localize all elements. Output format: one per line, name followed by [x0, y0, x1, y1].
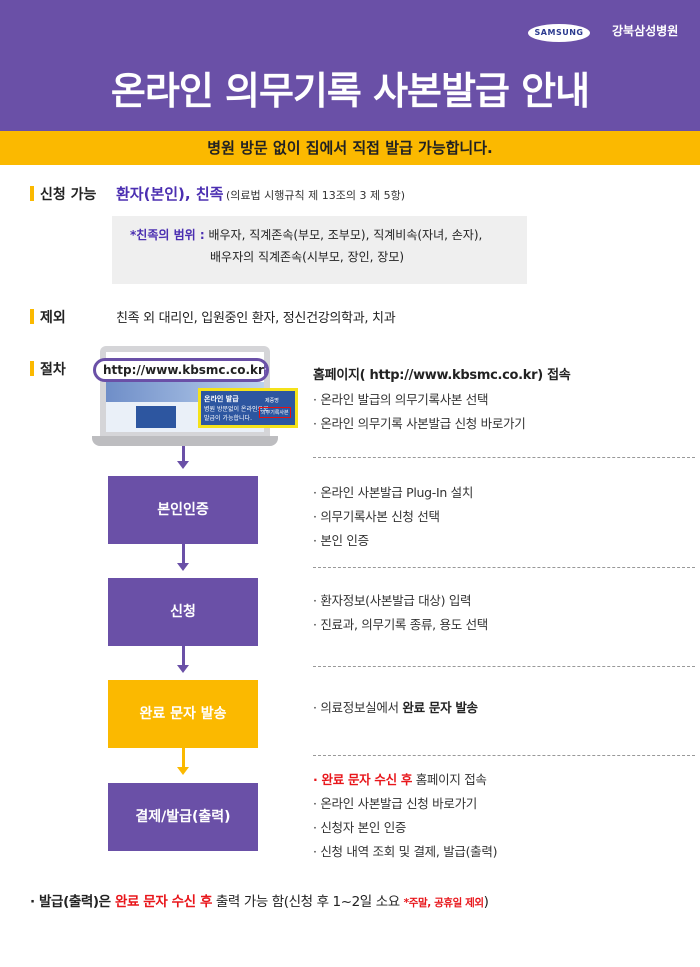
footer-red: 완료 문자 수신 후 [114, 894, 213, 910]
eligibility-value: 환자(본인), 친족 [116, 185, 224, 203]
step2-item: · 환자정보(사본발급 대상) 입력 [313, 593, 472, 608]
flow-arrow [182, 748, 185, 768]
step0-title: 홈페이지( http://www.kbsmc.co.kr) 접속 [313, 368, 571, 383]
step-completion-sms: 완료 문자 발송 [108, 680, 258, 748]
step1-text: · 온라인 사본발급 Plug-In 설치 · 의무기록사본 신청 선택 · 본… [313, 481, 473, 553]
footer-pre: · 발급(출력)은 [30, 894, 115, 910]
flow-arrow [182, 446, 185, 462]
arrow-head [177, 665, 189, 673]
step-payment-issue: 결제/발급(출력) [108, 783, 258, 851]
step4-after: 홈페이지 접속 [412, 772, 487, 787]
step2-text: · 환자정보(사본발급 대상) 입력 · 진료과, 의무기록 종류, 용도 선택 [313, 589, 488, 637]
relatives-box: *친족의 범위 : 배우자, 직계존속(부모, 조부모), 직계비속(자녀, 손… [112, 216, 527, 284]
subtitle-band: 병원 방문 없이 집에서 직접 발급 가능합니다. [0, 131, 700, 165]
section-marker [30, 361, 34, 376]
flow-arrow [182, 544, 185, 564]
connect-button[interactable]: 접속 [263, 361, 266, 379]
step-application: 신청 [108, 578, 258, 646]
step4-item: · 신청 내역 조회 및 결제, 발급(출력) [313, 844, 498, 859]
step4-item: · 신청자 본인 인증 [313, 820, 407, 835]
eligibility-label: 신청 가능 [40, 187, 97, 203]
exclusion-label: 제외 [40, 310, 66, 326]
step4-red: · 완료 문자 수신 후 [313, 772, 413, 787]
divider [313, 457, 695, 458]
header-banner [0, 0, 700, 131]
popup-text2: 발급이 가능합니다. [204, 415, 252, 422]
footer-note: · 발급(출력)은 완료 문자 수신 후 출력 가능 함(신청 후 1~2일 소… [30, 890, 489, 910]
step-identity-verification: 본인인증 [108, 476, 258, 544]
arrow-head [177, 563, 189, 571]
exclusion-value: 친족 외 대리인, 입원중인 환자, 정신건강의학과, 치과 [116, 311, 396, 326]
popup-text1: 병원 방문없이 온라인으로 [204, 406, 269, 413]
footer-close: ) [483, 894, 489, 910]
step0-item: · 온라인 의무기록 사본발급 신청 바로가기 [313, 416, 526, 431]
relatives-line1: 배우자, 직계존속(부모, 조부모), 직계비속(자녀, 손자), [208, 228, 483, 242]
step1-item: · 온라인 사본발급 Plug-In 설치 [313, 485, 474, 500]
flow-arrow [182, 646, 185, 666]
step4-text: · 완료 문자 수신 후 홈페이지 접속 · 온라인 사본발급 신청 바로가기 … [313, 768, 497, 864]
popup-callout: 온라인 발급 병원 방문없이 온라인으로 발급이 가능합니다. 제증명 의무기록… [198, 388, 298, 428]
eligibility-note: (의료법 시행규칙 제 13조의 3 제 5항) [226, 189, 405, 202]
step1-item: · 본인 인증 [313, 533, 369, 548]
arrow-head [177, 767, 189, 775]
step0-text: 홈페이지( http://www.kbsmc.co.kr) 접속 · 온라인 발… [313, 364, 571, 436]
popup-btn-certificate: 제증명 [265, 398, 279, 404]
relatives-label: *친족의 범위 : [130, 228, 205, 242]
popup-title: 온라인 발급 [204, 395, 239, 403]
procedure-label: 절차 [40, 362, 66, 378]
step3-pre: · 의료정보실에서 [313, 700, 403, 715]
hospital-name: 강북삼성병원 [612, 24, 679, 38]
url-text: http://www.kbsmc.co.kr [103, 363, 264, 377]
step1-item: · 의무기록사본 신청 선택 [313, 509, 440, 524]
divider [313, 755, 695, 756]
section-marker [30, 309, 34, 324]
laptop-base [92, 436, 278, 446]
relatives-line2: 배우자의 직계존속(시부모, 장인, 장모) [210, 250, 405, 264]
footer-holiday-note: *주말, 공휴일 제외 [403, 897, 484, 909]
popup-btn-records: 의무기록사본 [259, 407, 291, 418]
divider [313, 567, 695, 568]
divider [313, 666, 695, 667]
step3-bold: 완료 문자 발송 [402, 700, 478, 715]
section-marker [30, 186, 34, 201]
page-title: 온라인 의무기록 사본발급 안내 [110, 69, 590, 113]
footer-post: 출력 가능 함(신청 후 1~2일 소요 [212, 894, 404, 910]
samsung-logo: SAMSUNG [528, 24, 590, 42]
url-bar[interactable]: http://www.kbsmc.co.kr 접속 [93, 358, 269, 382]
step3-text: · 의료정보실에서 완료 문자 발송 [313, 696, 478, 720]
step2-item: · 진료과, 의무기록 종류, 용도 선택 [313, 617, 488, 632]
arrow-head [177, 461, 189, 469]
step4-item: · 온라인 사본발급 신청 바로가기 [313, 796, 477, 811]
step0-item: · 온라인 발급의 의무기록사본 선택 [313, 392, 489, 407]
